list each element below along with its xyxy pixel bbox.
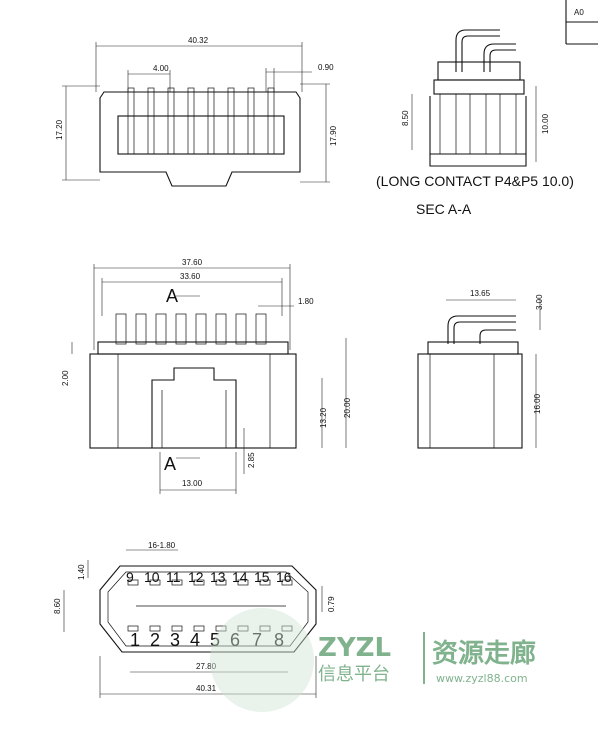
sheet-size-label: A0 bbox=[574, 8, 584, 17]
watermark-logo-icon bbox=[210, 608, 314, 712]
dim-bottom-height: 8.60 bbox=[53, 598, 62, 614]
pin-number: 13 bbox=[210, 569, 226, 585]
pin-number: 14 bbox=[232, 569, 248, 585]
pin-numbers-top: 9 10 11 12 13 14 15 16 bbox=[126, 569, 292, 585]
pin-number: 4 bbox=[190, 630, 200, 650]
top-view: 40.32 4.00 0.90 17.20 17.90 bbox=[55, 36, 338, 187]
dim-slot-offset: 2.85 bbox=[247, 452, 256, 468]
dim-overall-width: 40.32 bbox=[188, 36, 209, 45]
section-mark-top: A bbox=[166, 286, 178, 306]
pin-number: 7 bbox=[252, 630, 262, 650]
dim-pitch: 4.00 bbox=[153, 64, 169, 73]
section-mark-bottom: A bbox=[164, 454, 176, 474]
dim-pin-span: 33.60 bbox=[180, 272, 201, 281]
dim-flange: 2.00 bbox=[61, 370, 70, 386]
dim-height-left: 17.20 bbox=[55, 119, 64, 140]
pin-number: 6 bbox=[230, 630, 240, 650]
pin-number: 5 bbox=[210, 630, 220, 650]
pin-number: 12 bbox=[188, 569, 204, 585]
dim-front-pin-width: 1.80 bbox=[298, 297, 314, 306]
front-view: 37.60 33.60 1.80 A 2.00 13.20 20.00 bbox=[61, 258, 352, 494]
dim-outer-width: 40.31 bbox=[196, 684, 217, 693]
pin-number: 10 bbox=[144, 569, 160, 585]
pin-number: 11 bbox=[166, 569, 181, 585]
pin-number: 16 bbox=[276, 569, 292, 585]
pin-number: 3 bbox=[170, 630, 180, 650]
dim-inner-height: 13.20 bbox=[319, 407, 328, 428]
dim-section-right: 10.00 bbox=[541, 113, 550, 134]
watermark-brand: ZYZL bbox=[318, 633, 391, 663]
dim-height-right: 17.90 bbox=[329, 125, 338, 146]
bottom-view: 16-1.80 1.40 8.60 0.79 9 bbox=[53, 541, 336, 698]
dim-pin-reach: 13.65 bbox=[470, 289, 491, 298]
pin-numbers-bottom: 1 2 3 4 5 6 7 8 bbox=[130, 630, 284, 650]
dim-inner-width: 27.80 bbox=[196, 662, 217, 671]
pin-number: 1 bbox=[130, 630, 140, 650]
dim-pin-height: 3.00 bbox=[535, 294, 544, 310]
title-block: A0 bbox=[565, 0, 598, 45]
pin-number: 2 bbox=[150, 630, 160, 650]
dim-total-height: 20.00 bbox=[343, 397, 352, 418]
dim-top-offset: 1.40 bbox=[77, 564, 86, 580]
dim-wall: 0.79 bbox=[327, 596, 336, 612]
dim-pin-spacing: 16-1.80 bbox=[148, 541, 176, 550]
dim-body-height: 16.00 bbox=[533, 393, 542, 414]
dim-section-left: 8.50 bbox=[401, 110, 410, 126]
watermark-name: 资源走廊 bbox=[432, 638, 536, 669]
section-label: SEC A-A bbox=[416, 201, 472, 217]
watermark-url: www.zyzl88.com bbox=[436, 672, 528, 685]
section-view: 8.50 10.00 (LONG CONTACT P4&P5 10.0) SEC… bbox=[376, 29, 574, 217]
side-view: 13.65 3.00 16.00 bbox=[417, 289, 544, 449]
pin-number: 8 bbox=[274, 630, 284, 650]
dim-body-width: 37.60 bbox=[182, 258, 203, 267]
dim-slot-width: 13.00 bbox=[182, 479, 203, 488]
watermark-tagline: 信息平台 bbox=[318, 664, 390, 685]
pin-number: 9 bbox=[126, 569, 134, 585]
watermark: ZYZL 信息平台 资源走廊 www.zyzl88.com bbox=[210, 608, 536, 712]
pin-number: 15 bbox=[254, 569, 270, 585]
dim-pin-width: 0.90 bbox=[318, 63, 334, 72]
long-contact-note: (LONG CONTACT P4&P5 10.0) bbox=[376, 173, 574, 189]
